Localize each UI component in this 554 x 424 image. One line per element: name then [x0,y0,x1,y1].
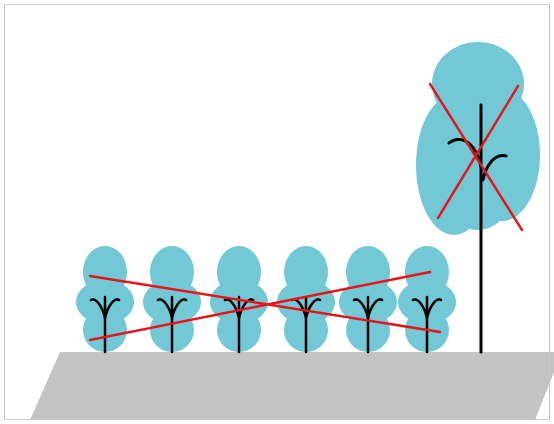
foliage [416,42,540,235]
ground-plane [30,352,554,420]
